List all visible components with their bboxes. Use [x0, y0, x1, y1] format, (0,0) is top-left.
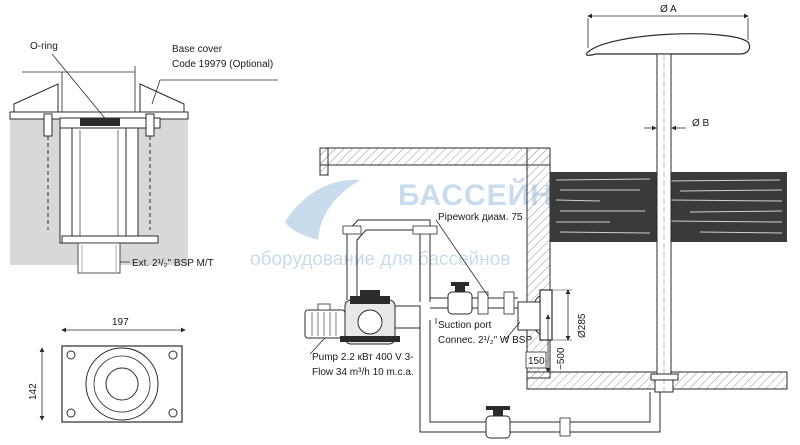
suction-fitting [539, 289, 553, 341]
cover-right-wedge [139, 83, 185, 113]
bolt-left [43, 113, 53, 137]
pool-deck [319, 147, 551, 166]
watermark-line2: оборудование для бассейнов [250, 249, 510, 270]
dim-width-label: 197 [112, 317, 129, 328]
suction-connec-label: Connec. 2¹/₂" W BSP [438, 335, 532, 346]
plan-bolt-bl [66, 408, 76, 418]
pump-spec-line2: Flow 34 m³/h 10 m.c.a. [312, 367, 414, 378]
cover-left-wedge [13, 83, 59, 113]
plan-bolt-tl [66, 350, 76, 360]
plan-bolt-tr [168, 350, 178, 360]
dim-depth-500: ~500 [556, 347, 567, 370]
pump-motor [304, 309, 346, 339]
bottom-flange [61, 235, 159, 244]
dim-sill-150: 150 [528, 356, 545, 367]
sill-150-box [525, 351, 547, 369]
dim-height-label: 142 [28, 383, 39, 400]
base-cover-code-label: Code 19979 (Optional) [172, 59, 273, 70]
section-view: O-ring Base cover Code 19979 (Optional) … [9, 41, 278, 274]
bolt-right [145, 113, 155, 137]
o-ring-label: O-ring [30, 41, 58, 52]
plan-view: 197 142 [28, 317, 186, 423]
return-valve [485, 406, 511, 439]
pipework-label: Pipework диам. 75 [438, 212, 523, 223]
ext-bsp-label: Ext. 2¹/₂" BSP M/T [132, 258, 214, 269]
dim-diam-285: Ø285 [577, 313, 588, 338]
pump [304, 290, 421, 345]
pool-installation: Ø A Ø B Ø285 ~500 150 [304, 4, 788, 439]
base-cover-label: Base cover [172, 44, 223, 55]
pump-spec-line1: Pump 2.2 кВт 400 V 3- [312, 352, 413, 363]
suction-valve [447, 282, 473, 315]
mushroom-cap [585, 33, 751, 56]
watermark-wave-icon [285, 179, 360, 240]
suction-port-label: Suction port [438, 320, 492, 331]
dim-diam-a: Ø A [660, 4, 677, 15]
plan-bolt-br [168, 408, 178, 418]
dim-diam-b: Ø B [692, 118, 710, 129]
o-ring-shape [80, 118, 120, 126]
nozzle-tube [71, 127, 127, 241]
